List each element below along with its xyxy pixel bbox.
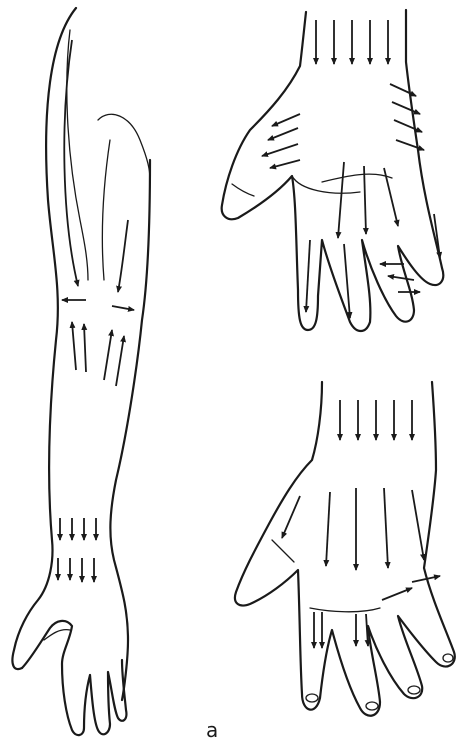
arm-hand-outline bbox=[22, 621, 126, 735]
palm-outline bbox=[222, 10, 444, 331]
arm-arrows bbox=[58, 40, 134, 582]
figure-label-fragment: a bbox=[206, 718, 218, 742]
palm-figure bbox=[222, 10, 444, 331]
palm-arrows bbox=[262, 20, 440, 318]
arm-outline-inner bbox=[110, 160, 150, 700]
arm-figure bbox=[12, 8, 150, 735]
